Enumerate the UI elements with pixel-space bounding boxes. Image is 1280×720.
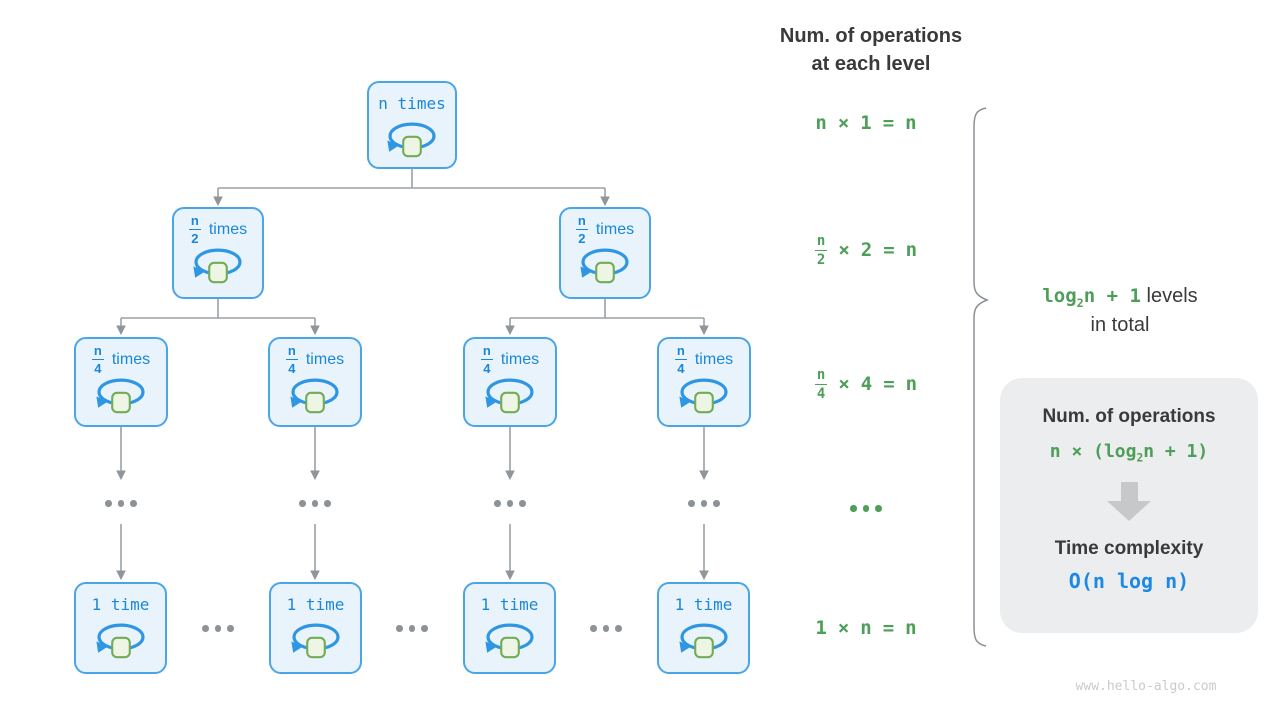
loop-icon xyxy=(92,375,150,416)
tree-node-l4-3: 1 time xyxy=(463,582,556,674)
loop-icon xyxy=(481,620,539,661)
node-label: 1 time xyxy=(286,595,345,614)
ellipsis-dots xyxy=(299,500,331,507)
ellipsis-dots xyxy=(396,625,428,632)
time-complexity-value: O(n log n) xyxy=(1068,568,1190,593)
ops-column-title: Num. of operations at each level xyxy=(779,25,963,75)
loop-icon xyxy=(576,245,634,286)
footer-url: www.hello-algo.com xyxy=(1075,679,1217,694)
ellipsis-dots xyxy=(202,625,234,632)
panel-title: Num. of operations xyxy=(1042,406,1216,427)
loop-icon xyxy=(286,375,344,416)
loop-icon xyxy=(92,620,150,661)
node-label: 1 time xyxy=(674,595,733,614)
ellipsis-dots xyxy=(105,500,137,507)
panel-formula: n × (log2n + 1) xyxy=(1049,441,1209,465)
levels-total-note: log2n + 1 levels in total xyxy=(1042,285,1198,336)
loop-icon xyxy=(287,620,345,661)
ops-row-level-last: 1×n=n xyxy=(815,617,917,639)
levels-brace xyxy=(973,107,990,647)
down-arrow-icon xyxy=(1107,481,1151,521)
loop-icon xyxy=(481,375,539,416)
node-label: n times xyxy=(378,94,446,113)
tree-node-l4-4: 1 time xyxy=(657,582,750,674)
loop-icon xyxy=(189,245,247,286)
summary-panel: Num. of operations n × (log2n + 1) Time … xyxy=(1000,378,1258,633)
ellipsis-dots xyxy=(494,500,526,507)
ops-row-ellipsis xyxy=(850,505,882,512)
node-label: 1 time xyxy=(480,595,539,614)
ellipsis-dots xyxy=(688,500,720,507)
loop-icon xyxy=(383,119,441,160)
tree-node-l4-2: 1 time xyxy=(269,582,362,674)
tree-node-l4-1: 1 time xyxy=(74,582,167,674)
panel-subtitle: Time complexity xyxy=(1054,537,1204,559)
loop-icon xyxy=(675,375,733,416)
ellipsis-dots xyxy=(590,625,622,632)
loop-icon xyxy=(675,620,733,661)
node-label: 1 time xyxy=(91,595,150,614)
tree-node-root: n times xyxy=(367,81,457,169)
ops-row-level1: n×1=n xyxy=(815,112,917,134)
